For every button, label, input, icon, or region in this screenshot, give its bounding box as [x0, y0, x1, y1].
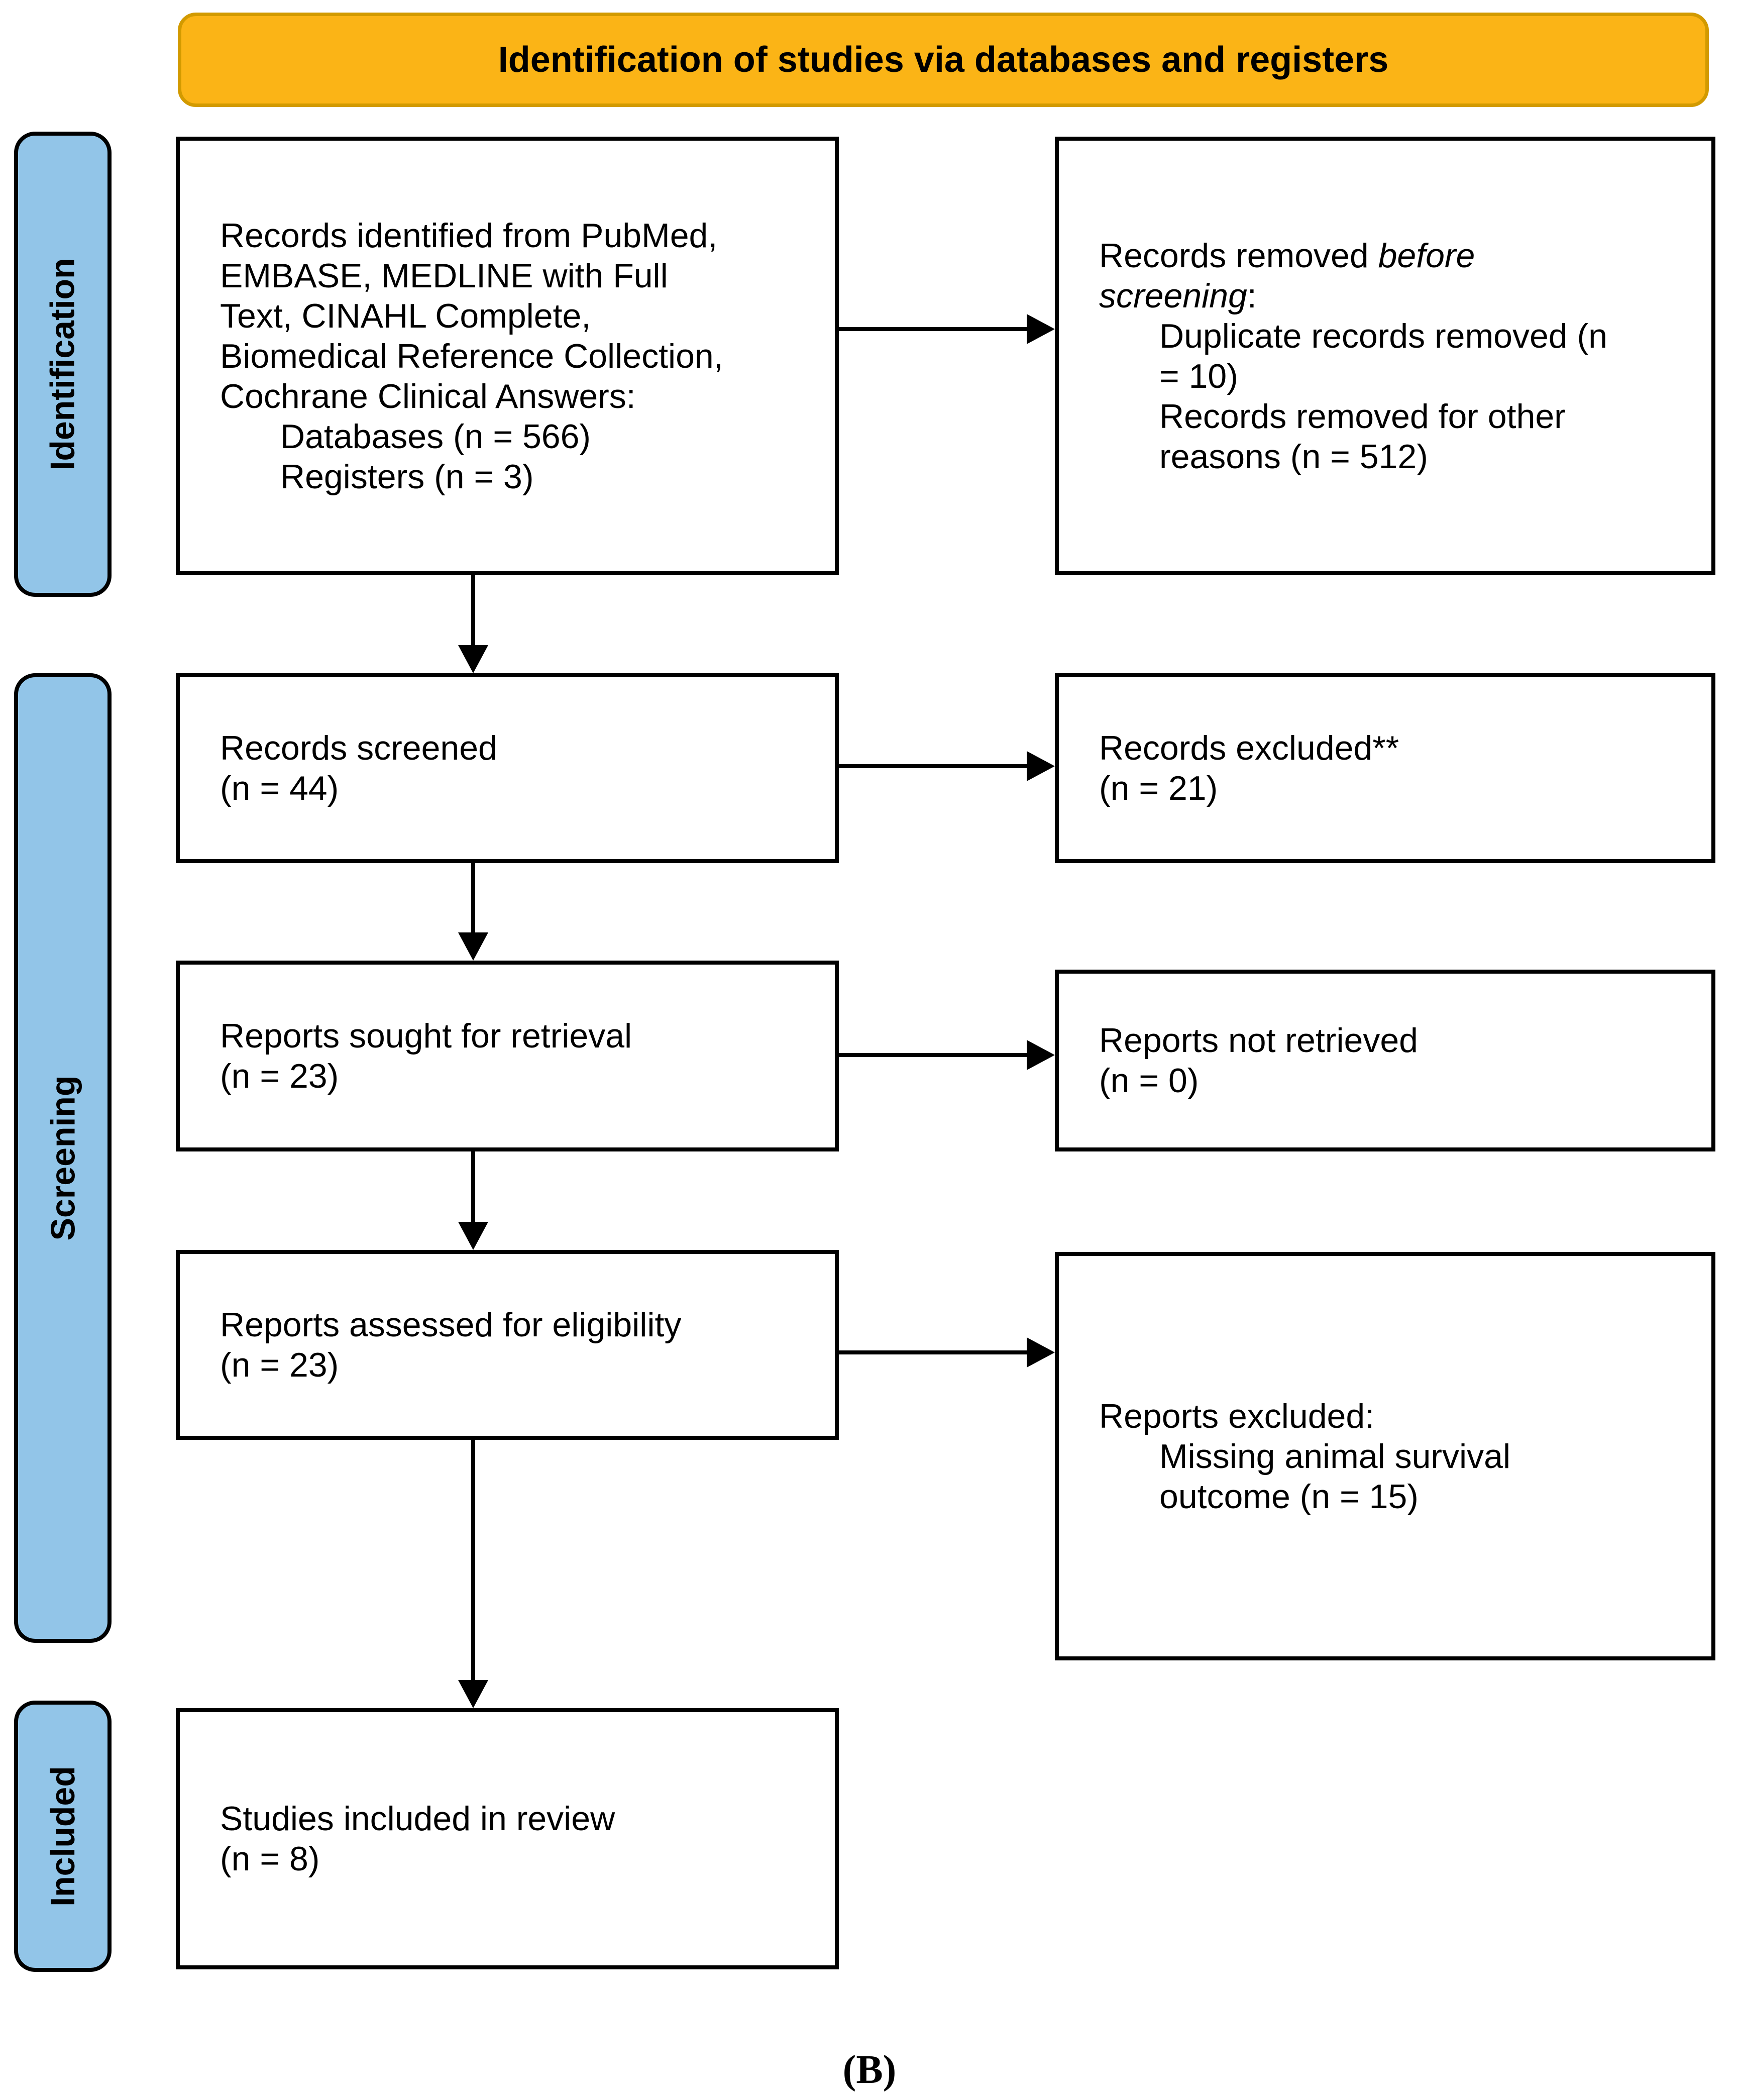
box-records-removed-before-screening: Records removed before screening: Duplic…	[1055, 137, 1715, 575]
banner-title: Identification of studies via databases …	[498, 40, 1389, 80]
records-excluded-count: (n = 21)	[1099, 769, 1218, 807]
reports-not-retrieved-label: Reports not retrieved	[1099, 1021, 1418, 1060]
box-reports-not-retrieved: Reports not retrieved (n = 0)	[1055, 970, 1715, 1151]
arrow-sought-to-not-retrieved-line	[839, 1053, 1029, 1057]
records-removed-other-reasons-count: reasons (n = 512)	[1159, 437, 1428, 476]
box-reports-excluded: Reports excluded: Missing animal surviva…	[1055, 1252, 1715, 1660]
box-studies-included: Studies included in review (n = 8)	[176, 1708, 839, 1969]
stage-bar-identification: Identification	[14, 132, 112, 597]
arrow-screened-to-sought-head-icon	[458, 932, 488, 961]
reports-not-retrieved-count: (n = 0)	[1099, 1062, 1199, 1100]
reports-sought-count: (n = 23)	[220, 1057, 339, 1095]
arrow-assessed-to-excluded-line	[839, 1350, 1029, 1354]
box-records-screened: Records screened (n = 44)	[176, 673, 839, 863]
arrow-identified-to-removed-head-icon	[1027, 314, 1055, 344]
duplicate-records-removed-count: = 10)	[1159, 357, 1238, 395]
arrow-assessed-to-included-line	[471, 1440, 475, 1681]
stage-label-screening: Screening	[44, 1075, 82, 1241]
arrow-assessed-to-excluded-head-icon	[1027, 1337, 1055, 1368]
arrow-identified-to-removed-line	[839, 327, 1029, 331]
records-identified-line: Records identified from PubMed,	[220, 216, 718, 255]
records-removed-line: screening:	[1099, 276, 1257, 315]
studies-included-count: (n = 8)	[220, 1840, 320, 1878]
arrow-sought-to-not-retrieved-head-icon	[1027, 1040, 1055, 1070]
arrow-identified-to-screened-line	[471, 575, 475, 646]
arrow-sought-to-assessed-line	[471, 1151, 475, 1222]
box-records-identified: Records identified from PubMed, EMBASE, …	[176, 137, 839, 575]
reports-assessed-label: Reports assessed for eligibility	[220, 1306, 682, 1344]
records-identified-line: EMBASE, MEDLINE with Full	[220, 256, 668, 295]
records-removed-line: Records removed before	[1099, 236, 1475, 275]
arrow-sought-to-assessed-head-icon	[458, 1222, 488, 1250]
records-identified-line: Cochrane Clinical Answers:	[220, 377, 636, 415]
reports-assessed-count: (n = 23)	[220, 1346, 339, 1384]
reports-excluded-reason: Missing animal survival	[1159, 1437, 1511, 1476]
records-identified-line: Biomedical Reference Collection,	[220, 337, 723, 375]
reports-excluded-label: Reports excluded:	[1099, 1397, 1375, 1435]
box-reports-sought: Reports sought for retrieval (n = 23)	[176, 961, 839, 1151]
studies-included-label: Studies included in review	[220, 1800, 615, 1838]
reports-sought-label: Reports sought for retrieval	[220, 1017, 632, 1055]
records-identified-line: Text, CINAHL Complete,	[220, 296, 591, 335]
arrow-identified-to-screened-head-icon	[458, 645, 488, 673]
box-records-excluded: Records excluded** (n = 21)	[1055, 673, 1715, 863]
box-reports-assessed: Reports assessed for eligibility (n = 23…	[176, 1250, 839, 1440]
arrow-screened-to-excluded-head-icon	[1027, 751, 1055, 781]
records-identified-databases-count: Databases (n = 566)	[280, 417, 591, 456]
arrow-screened-to-sought-line	[471, 863, 475, 933]
records-screened-label: Records screened	[220, 729, 497, 767]
records-excluded-label: Records excluded**	[1099, 729, 1399, 767]
figure-caption: (B)	[842, 2048, 897, 2092]
records-screened-count: (n = 44)	[220, 769, 339, 807]
stage-label-included: Included	[44, 1766, 82, 1907]
records-removed-other-reasons: Records removed for other	[1159, 397, 1566, 436]
duplicate-records-removed: Duplicate records removed (n	[1159, 317, 1607, 355]
stage-bar-screening: Screening	[14, 673, 112, 1643]
arrow-screened-to-excluded-line	[839, 764, 1029, 768]
arrow-assessed-to-included-head-icon	[458, 1680, 488, 1708]
reports-excluded-reason-count: outcome (n = 15)	[1159, 1477, 1419, 1516]
records-identified-registers-count: Registers (n = 3)	[280, 457, 534, 496]
stage-label-identification: Identification	[44, 258, 82, 471]
stage-bar-included: Included	[14, 1701, 112, 1972]
banner-identification-of-studies: Identification of studies via databases …	[178, 13, 1709, 107]
